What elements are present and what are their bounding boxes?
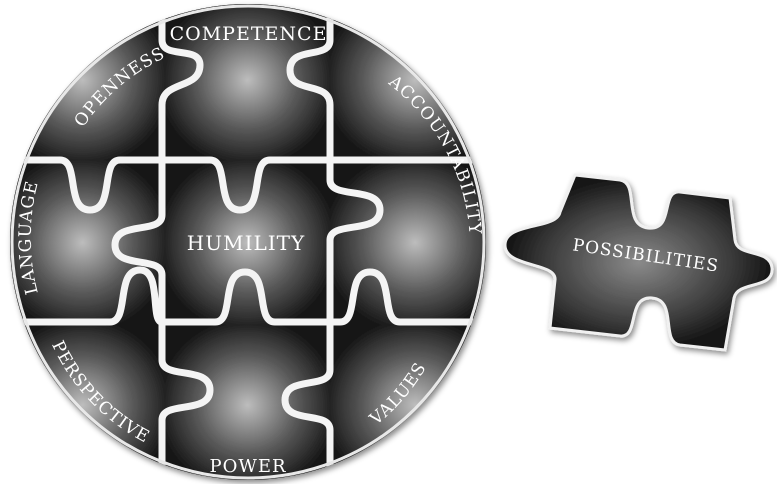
piece-accountability xyxy=(330,4,486,160)
piece-language xyxy=(10,160,165,325)
label-power: POWER xyxy=(209,456,286,477)
circle-rim xyxy=(10,4,486,480)
puzzle-seams xyxy=(10,4,486,480)
label-competence: COMPETENCE xyxy=(170,23,328,45)
label-humility: HUMILITY xyxy=(187,231,305,255)
possibilities-piece-shape xyxy=(503,173,774,352)
piece-values xyxy=(330,325,486,480)
possibilities-piece xyxy=(503,173,774,352)
piece-openness xyxy=(10,4,165,160)
piece-humility xyxy=(165,160,330,325)
piece-perspective xyxy=(10,325,165,480)
circle-puzzle xyxy=(10,4,486,480)
